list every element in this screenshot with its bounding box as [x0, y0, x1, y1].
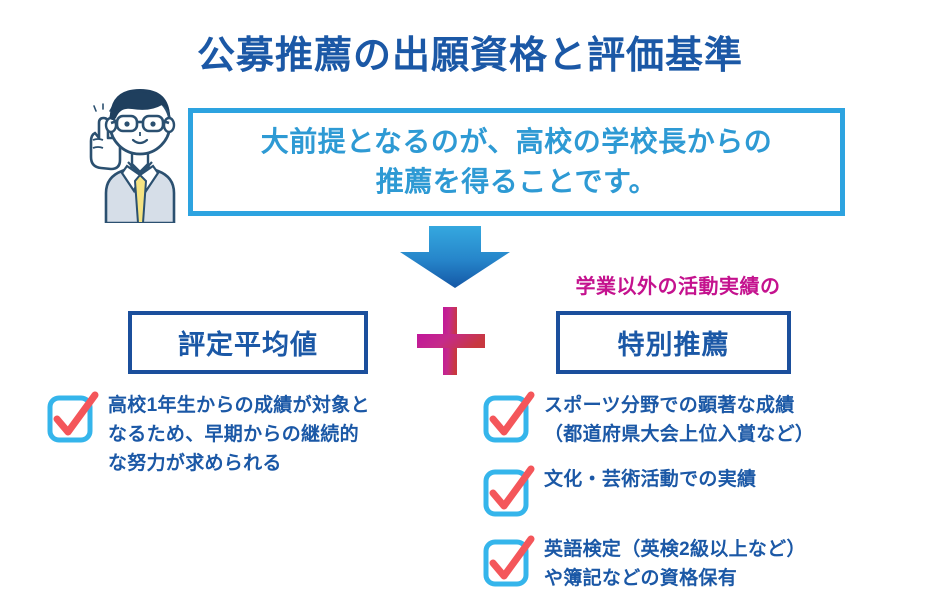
down-arrow-icon	[400, 226, 510, 288]
list-item-line-1: 英語検定（英検2級以上など）	[544, 538, 806, 560]
category-label-special-recommendation: 特別推薦	[617, 330, 730, 360]
plus-icon	[415, 305, 487, 377]
checklist-special-recommendation: スポーツ分野での顕著な成績 （都道府県大会上位入賞など） 文化・芸術活動での実績	[480, 390, 910, 608]
list-item-line-1: 高校1年生からの成績が対象と	[108, 395, 370, 416]
checkbox-checked-icon	[480, 464, 536, 520]
checkbox-checked-icon	[44, 390, 100, 446]
list-item: スポーツ分野での顕著な成績 （都道府県大会上位入賞など）	[480, 390, 910, 450]
list-item: 高校1年生からの成績が対象と なるため、早期からの継続的 な努力が求められる	[44, 390, 464, 479]
man-pointing-up-icon	[70, 78, 210, 225]
checkbox-checked-icon	[480, 390, 536, 446]
checklist-grade-average: 高校1年生からの成績が対象と なるため、早期からの継続的 な努力が求められる	[44, 390, 464, 493]
list-item-text: 文化・芸術活動での実績	[544, 464, 756, 495]
list-item-line-2: （都道府県大会上位入賞など）	[544, 423, 815, 445]
category-box-grade-average: 評定平均値	[128, 311, 368, 374]
premise-line-2: 推薦を得ることです。	[375, 166, 658, 197]
list-item: 文化・芸術活動での実績	[480, 464, 910, 520]
category-box-special-recommendation: 特別推薦	[556, 311, 791, 374]
category-label-grade-average: 評定平均値	[178, 330, 318, 360]
list-item-line-2: なるため、早期からの継続的	[108, 423, 359, 445]
page-title: 公募推薦の出願資格と評価基準	[196, 35, 743, 77]
list-item-text: スポーツ分野での顕著な成績 （都道府県大会上位入賞など）	[544, 390, 814, 450]
list-item-text: 高校1年生からの成績が対象と なるため、早期からの継続的 な努力が求められる	[108, 390, 370, 479]
checkbox-checked-icon	[480, 534, 536, 590]
list-item-line-1: スポーツ分野での顕著な成績	[544, 395, 795, 416]
premise-callout-box: 大前提となるのが、高校の学校長からの 推薦を得ることです。	[188, 108, 845, 216]
list-item: 英語検定（英検2級以上など） や簿記などの資格保有	[480, 534, 910, 594]
premise-text: 大前提となるのが、高校の学校長からの 推薦を得ることです。	[261, 122, 773, 202]
list-item-line-2: や簿記などの資格保有	[544, 567, 738, 589]
list-item-line-3: な努力が求められる	[108, 452, 282, 474]
list-item-line-1: 文化・芸術活動での実績	[544, 468, 757, 490]
category-sublabel-extracurricular: 学業以外の活動実績の	[575, 276, 781, 298]
premise-line-1: 大前提となるのが、高校の学校長からの	[260, 126, 773, 158]
list-item-text: 英語検定（英検2級以上など） や簿記などの資格保有	[544, 534, 806, 594]
